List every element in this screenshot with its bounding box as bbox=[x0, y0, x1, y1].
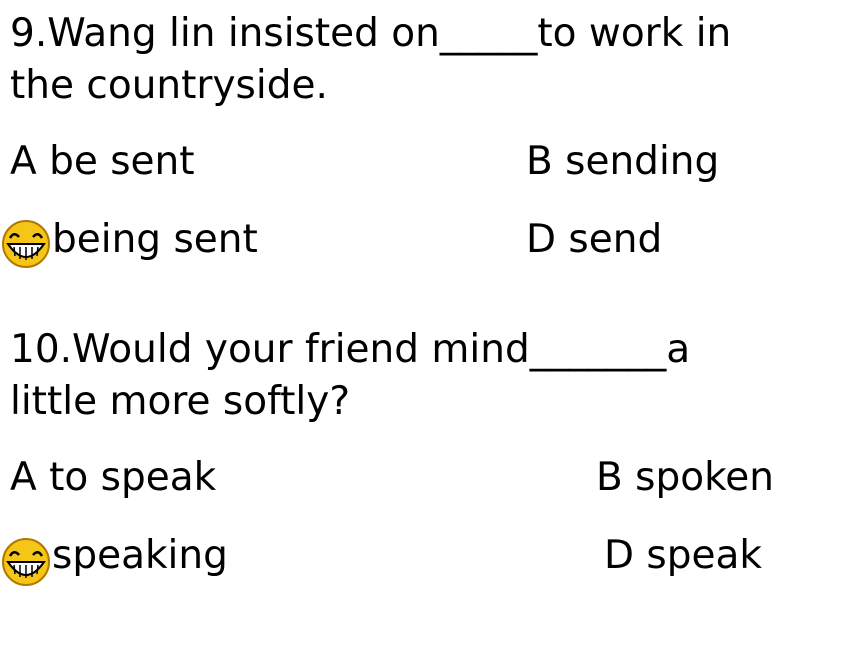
question-10-option-d: D speak bbox=[604, 533, 762, 578]
question-10-option-a: A to speak bbox=[10, 455, 217, 500]
question-10-stem-line-2: little more softly? bbox=[10, 379, 351, 424]
question-9-option-b: B sending bbox=[526, 139, 720, 184]
question-10-option-b: B spoken bbox=[596, 455, 774, 500]
grinning-smiley-icon bbox=[2, 220, 50, 268]
question-10-option-c: speaking bbox=[52, 533, 228, 578]
grinning-smiley-icon bbox=[2, 538, 50, 586]
question-9-stem-line-1: 9.Wang lin insisted on_____to work in bbox=[10, 11, 732, 56]
question-9-option-c: being sent bbox=[52, 217, 258, 262]
question-9-stem-line-2: the countryside. bbox=[10, 63, 328, 108]
question-10-stem-line-1: 10.Would your friend mind_______a bbox=[10, 327, 691, 372]
question-9-option-d: D send bbox=[526, 217, 663, 262]
question-9-option-a: A be sent bbox=[10, 139, 195, 184]
